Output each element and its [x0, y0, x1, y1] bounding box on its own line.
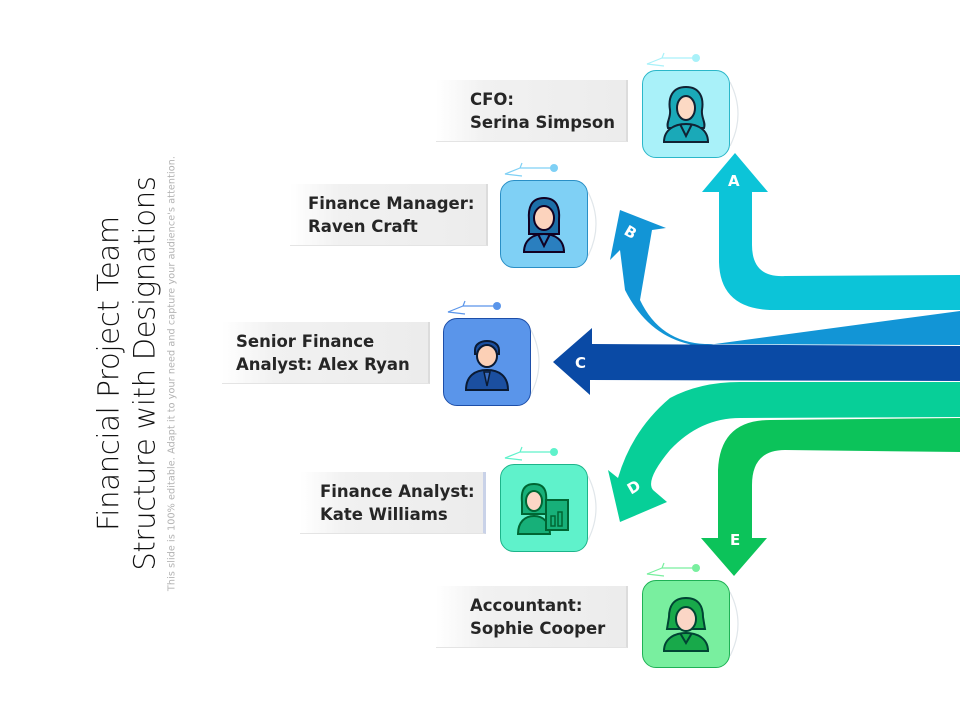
role-text: Finance Analyst: — [320, 481, 475, 501]
decorative-arc — [729, 81, 739, 147]
connector-line — [447, 300, 496, 315]
female-executive-icon — [662, 85, 710, 143]
person-name: Kate Williams — [320, 504, 448, 524]
female-accountant-icon — [662, 596, 710, 652]
role-text: Senior Finance — [236, 331, 375, 351]
arrow-a-letter: A — [728, 172, 740, 190]
avatar-senior-finance-analyst — [443, 318, 531, 406]
connector-line — [646, 562, 695, 577]
connector-line — [646, 52, 695, 67]
connector-line — [504, 162, 553, 177]
connector-dot — [493, 302, 501, 310]
decorative-arc — [729, 591, 739, 657]
person-name: Sophie Cooper — [470, 618, 606, 638]
label-finance-manager: Finance Manager: Raven Craft — [290, 184, 488, 246]
avatar-finance-manager — [500, 180, 588, 268]
connector-dot — [692, 54, 700, 62]
person-name: Raven Craft — [308, 216, 418, 236]
arrow-b — [610, 210, 960, 346]
arrow-e-letter: E — [730, 531, 740, 549]
male-analyst-icon — [464, 340, 510, 391]
female-analyst-chart-icon — [516, 482, 569, 535]
arrow-c — [553, 328, 960, 395]
label-cfo: CFO: Serina Simpson — [436, 80, 628, 142]
connector-dot — [550, 448, 558, 456]
connector-dot — [550, 164, 558, 172]
avatar-cfo — [642, 70, 730, 158]
decorative-arc — [587, 475, 597, 541]
arrow-c-letter: C — [575, 354, 586, 372]
label-senior-finance-analyst: Senior Finance Analyst: Alex Ryan — [222, 322, 430, 384]
decorative-arc — [587, 191, 597, 257]
avatar-finance-analyst — [500, 464, 588, 552]
label-accountant: Accountant: Sophie Cooper — [436, 586, 628, 648]
role-text: Accountant: — [470, 595, 583, 615]
role-text: Finance Manager: — [308, 193, 475, 213]
arrow-d — [608, 382, 960, 522]
connector-line — [504, 446, 553, 461]
connector-dot — [692, 564, 700, 572]
person-name: Analyst: Alex Ryan — [236, 354, 410, 374]
decorative-arc — [530, 329, 540, 395]
role-text: CFO: — [470, 89, 515, 109]
arrow-e — [701, 418, 960, 576]
arrow-a — [702, 153, 960, 310]
person-name: Serina Simpson — [470, 112, 615, 132]
avatar-accountant — [642, 580, 730, 668]
female-manager-icon — [522, 196, 566, 253]
label-finance-analyst: Finance Analyst: Kate Williams — [300, 472, 486, 534]
